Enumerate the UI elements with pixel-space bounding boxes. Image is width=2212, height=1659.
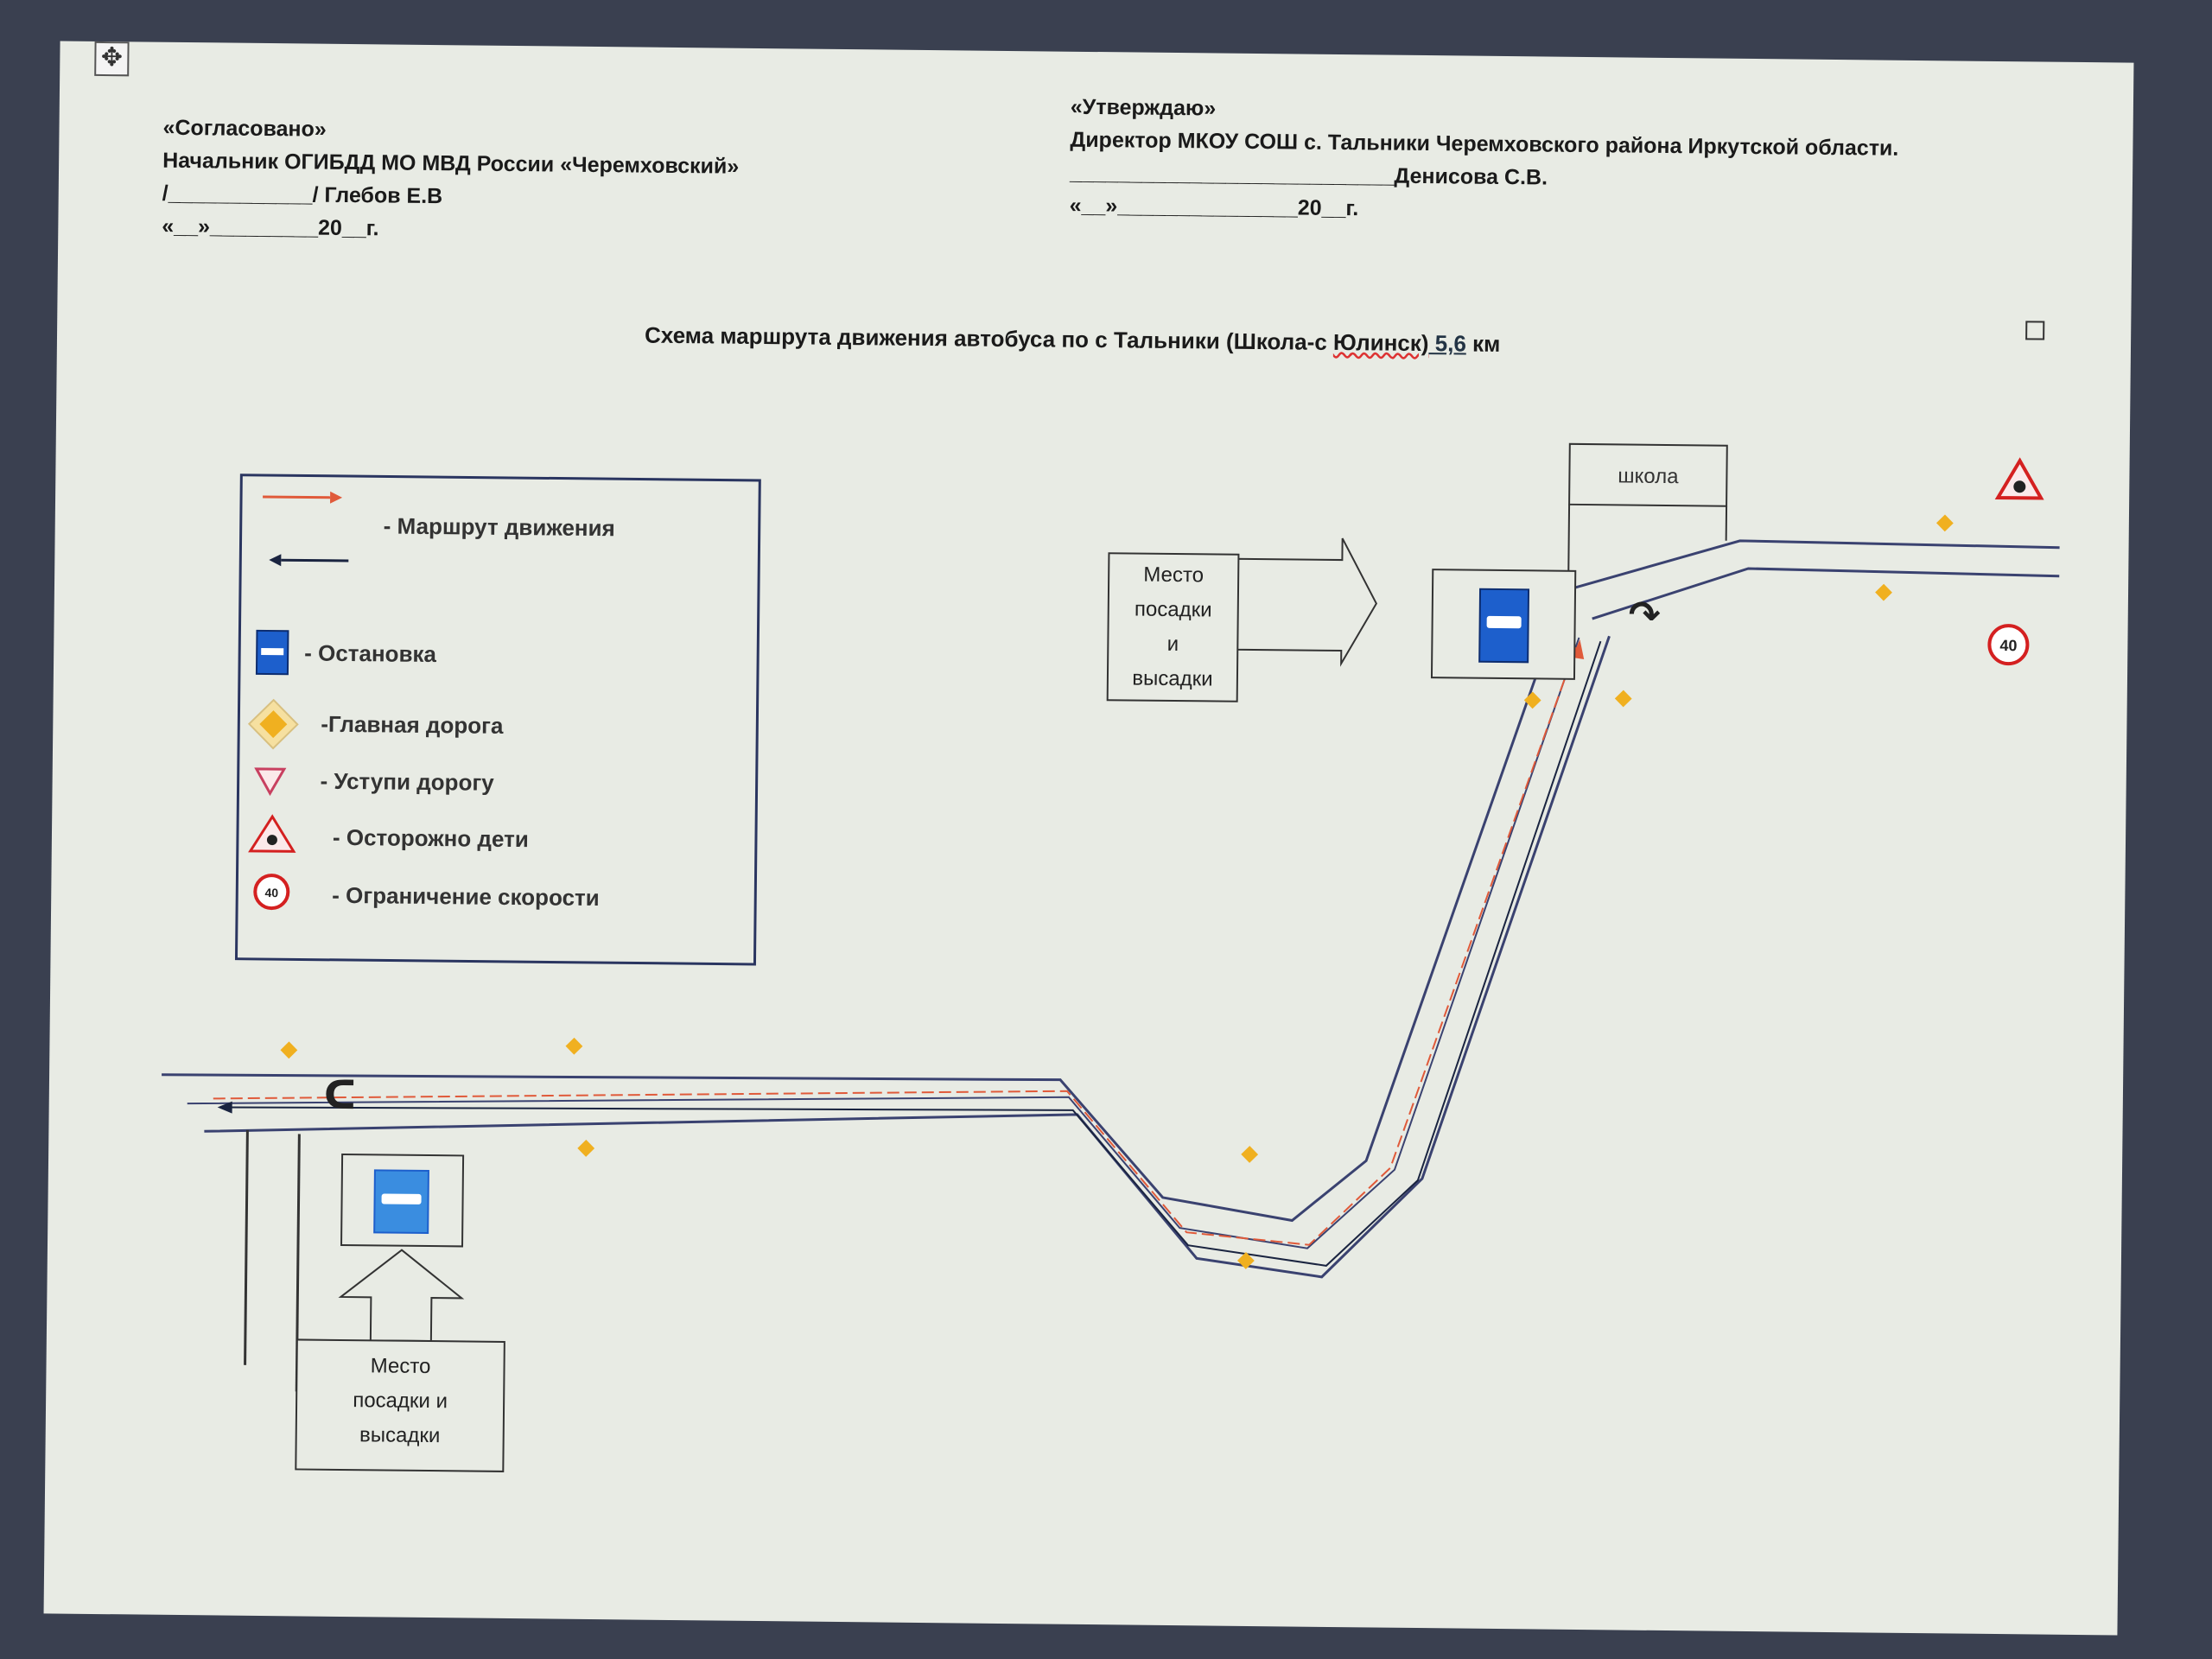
lower-callout-box [295, 1338, 505, 1472]
upper-road-edge-bottom [1592, 567, 2060, 620]
legend-speed-icon [253, 874, 290, 911]
lower-boarding-label: Место посадки и высадки [298, 1348, 503, 1453]
route-return-dark-head [217, 1101, 232, 1114]
legend-box [234, 474, 761, 966]
document-page: ✥ «Согласовано» Начальник ОГИБДД МО МВД … [43, 41, 2134, 1636]
legend-route-label: - Маршрут движения [383, 512, 615, 542]
main-road-sign [1241, 1146, 1259, 1163]
upper-road-edge-top [1557, 539, 2060, 594]
legend-speed-icon-value: 40 [264, 886, 278, 899]
legend-children-label: - Осторожно дети [332, 823, 529, 853]
upper-callout-arrow [1232, 537, 1378, 667]
school-label: школа [1618, 464, 1679, 488]
legend-give-way-icon [254, 767, 287, 797]
speed-limit-sign-value: 40 [1999, 637, 2017, 654]
main-road-signs [280, 514, 1954, 1269]
route-outbound-red [213, 645, 1578, 1246]
upper-callout-box [1106, 552, 1240, 702]
main-road-sign [565, 1037, 583, 1055]
u-turn-upper-icon: ↷ [1628, 594, 1661, 638]
route-map: 40 школа ↷ ᑕ [162, 442, 2060, 1472]
legend-red-arrow [263, 495, 331, 499]
road-edge-outer [162, 639, 1550, 1223]
side-road-left-edge [244, 1129, 249, 1365]
legend-main-road-label: -Главная дорога [321, 710, 504, 739]
main-road-sign [280, 1041, 298, 1059]
legend-red-arrow-head [330, 491, 343, 504]
legend-stop-label: - Остановка [304, 639, 437, 668]
legend-dark-arrow [281, 558, 349, 563]
lower-boarding-line1: Место [370, 1354, 431, 1379]
legend-dark-arrow-head [269, 554, 282, 567]
main-road-sign [1236, 1252, 1255, 1269]
children-warning-sign-figure [2013, 480, 2026, 493]
main-road-sign [1614, 690, 1632, 708]
main-road-sign [577, 1140, 595, 1157]
u-turn-lower-icon: ᑕ [324, 1071, 357, 1118]
legend-bus-stop-icon-bus [261, 647, 284, 656]
upper-boarding-line2: посадки [1134, 597, 1212, 622]
school-building [1568, 442, 1728, 507]
main-road-sign [1875, 583, 1892, 601]
legend-children-icon [248, 814, 296, 853]
legend-give-way-label: - Уступи дорогу [320, 767, 494, 796]
main-road-sign [1936, 514, 1954, 532]
upper-boarding-line1: Место [1143, 563, 1205, 588]
upper-boarding-label: Место посадки и высадки [1109, 557, 1237, 697]
lower-callout-arrow [338, 1249, 465, 1343]
legend-children-icon-figure [266, 835, 277, 846]
upper-boarding-line4: высадки [1132, 666, 1213, 691]
lower-boarding-line3: высадки [359, 1423, 441, 1448]
upper-bus-stop-icon-bus [1486, 615, 1522, 629]
legend-speed-label: - Ограничение скорости [332, 881, 600, 912]
lower-bus-stop-icon-bus [381, 1193, 422, 1205]
lower-boarding-line2: посадки и [353, 1389, 448, 1414]
legend-main-road-icon-inner [259, 710, 288, 739]
route-return-dark [221, 640, 1602, 1267]
children-warning-sign [1994, 457, 2044, 500]
road-edge-inner [204, 635, 1611, 1279]
speed-limit-sign [1987, 624, 2030, 666]
main-road-sign [1523, 691, 1541, 709]
upper-boarding-line3: и [1166, 632, 1179, 657]
